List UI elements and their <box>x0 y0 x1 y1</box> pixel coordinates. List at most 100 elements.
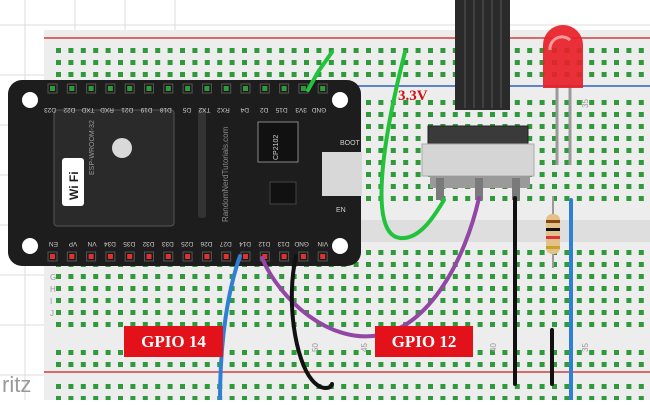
breadboard-hole <box>539 250 545 255</box>
breadboard-hole <box>254 60 260 65</box>
breadboard-hole <box>465 298 471 303</box>
breadboard-hole <box>502 112 508 117</box>
breadboard-hole <box>353 286 359 291</box>
breadboard-hole <box>428 112 433 117</box>
breadboard-hole <box>477 350 483 355</box>
breadboard-hole <box>180 48 185 53</box>
breadboard-hole <box>614 384 619 389</box>
bottom-pin-label: D27 <box>219 240 231 247</box>
pot-leg-1 <box>436 178 444 200</box>
breadboard-hole <box>130 322 136 327</box>
breadboard-hole <box>279 274 285 279</box>
breadboard-hole <box>428 48 433 53</box>
breadboard-hole <box>105 274 111 279</box>
breadboard-hole <box>614 60 619 65</box>
breadboard-hole <box>304 396 309 401</box>
breadboard-hole <box>180 362 185 367</box>
column-number: 50 <box>311 343 320 352</box>
breadboard-hole <box>155 60 161 65</box>
breadboard-hole <box>353 310 359 315</box>
breadboard-hole <box>105 384 111 389</box>
breadboard-hole <box>638 48 644 53</box>
breadboard-hole <box>378 148 384 153</box>
breadboard-hole <box>527 124 533 129</box>
wire-3v3-rail <box>306 50 334 92</box>
breadboard-hole <box>390 362 396 367</box>
breadboard-hole <box>564 298 570 303</box>
breadboard-hole <box>452 286 458 291</box>
breadboard-hole <box>341 274 347 279</box>
breadboard-hole <box>539 100 545 105</box>
breadboard-hole <box>142 48 148 53</box>
breadboard-hole <box>378 136 384 141</box>
breadboard-hole <box>539 60 545 65</box>
breadboard-hole <box>564 250 570 255</box>
breadboard-hole <box>341 362 347 367</box>
breadboard-hole <box>564 100 570 105</box>
bottom-pin-hole <box>262 254 268 259</box>
label-gpio12: GPIO 12 <box>375 326 473 357</box>
breadboard-hole <box>477 274 483 279</box>
regulator <box>269 181 297 205</box>
breadboard-hole <box>291 48 297 53</box>
row-letter: J <box>50 309 54 318</box>
breadboard-hole <box>403 160 409 165</box>
breadboard-hole <box>415 184 421 189</box>
breadboard-hole <box>328 396 334 401</box>
breadboard-hole <box>291 384 297 389</box>
breadboard-hole <box>266 350 272 355</box>
breadboard-hole <box>378 310 384 315</box>
breadboard-hole <box>80 274 86 279</box>
breadboard-hole <box>118 274 123 279</box>
breadboard-hole <box>552 196 557 201</box>
breadboard-hole <box>366 350 371 355</box>
breadboard-hole <box>378 250 384 255</box>
breadboard-hole <box>105 286 111 291</box>
breadboard-hole <box>341 298 347 303</box>
breadboard-hole <box>626 362 632 367</box>
breadboard-hole <box>390 286 396 291</box>
breadboard-hole <box>167 322 173 327</box>
breadboard-hole <box>316 298 322 303</box>
breadboard-hole <box>626 322 632 327</box>
breadboard-hole <box>366 184 371 189</box>
breadboard-hole <box>614 100 619 105</box>
breadboard-hole <box>403 112 409 117</box>
breadboard-hole <box>564 274 570 279</box>
breadboard-hole <box>192 384 198 389</box>
breadboard-hole <box>366 48 371 53</box>
top-pin-hole <box>165 86 171 91</box>
breadboard-hole <box>93 384 99 389</box>
breadboard-hole <box>229 350 235 355</box>
esp32-top-pin-header <box>47 83 328 94</box>
breadboard-hole <box>527 310 533 315</box>
column-number: 40 <box>489 343 498 352</box>
breadboard-hole <box>428 72 433 77</box>
breadboard-hole <box>452 250 458 255</box>
breadboard-hole <box>390 160 396 165</box>
breadboard-hole <box>68 362 74 367</box>
breadboard-hole <box>56 274 61 279</box>
breadboard-hole <box>118 48 123 53</box>
breadboard-hole <box>626 160 632 165</box>
breadboard-hole <box>576 148 582 153</box>
breadboard-hole <box>589 112 595 117</box>
breadboard-hole <box>68 72 74 77</box>
breadboard-hole <box>366 124 371 129</box>
breadboard-hole <box>80 350 86 355</box>
resistor-body <box>546 214 560 254</box>
breadboard-hole <box>440 112 446 117</box>
breadboard-hole <box>254 362 260 367</box>
breadboard-hole <box>638 350 644 355</box>
breadboard-hole <box>428 100 433 105</box>
breadboard-hole <box>353 322 359 327</box>
breadboard-hole <box>229 298 235 303</box>
breadboard-hole <box>564 350 570 355</box>
breadboard-hole <box>378 124 384 129</box>
breadboard-hole <box>304 274 309 279</box>
breadboard-hole <box>56 384 61 389</box>
breadboard-hole <box>291 350 297 355</box>
breadboard-hole <box>589 160 595 165</box>
breadboard-hole <box>502 396 508 401</box>
